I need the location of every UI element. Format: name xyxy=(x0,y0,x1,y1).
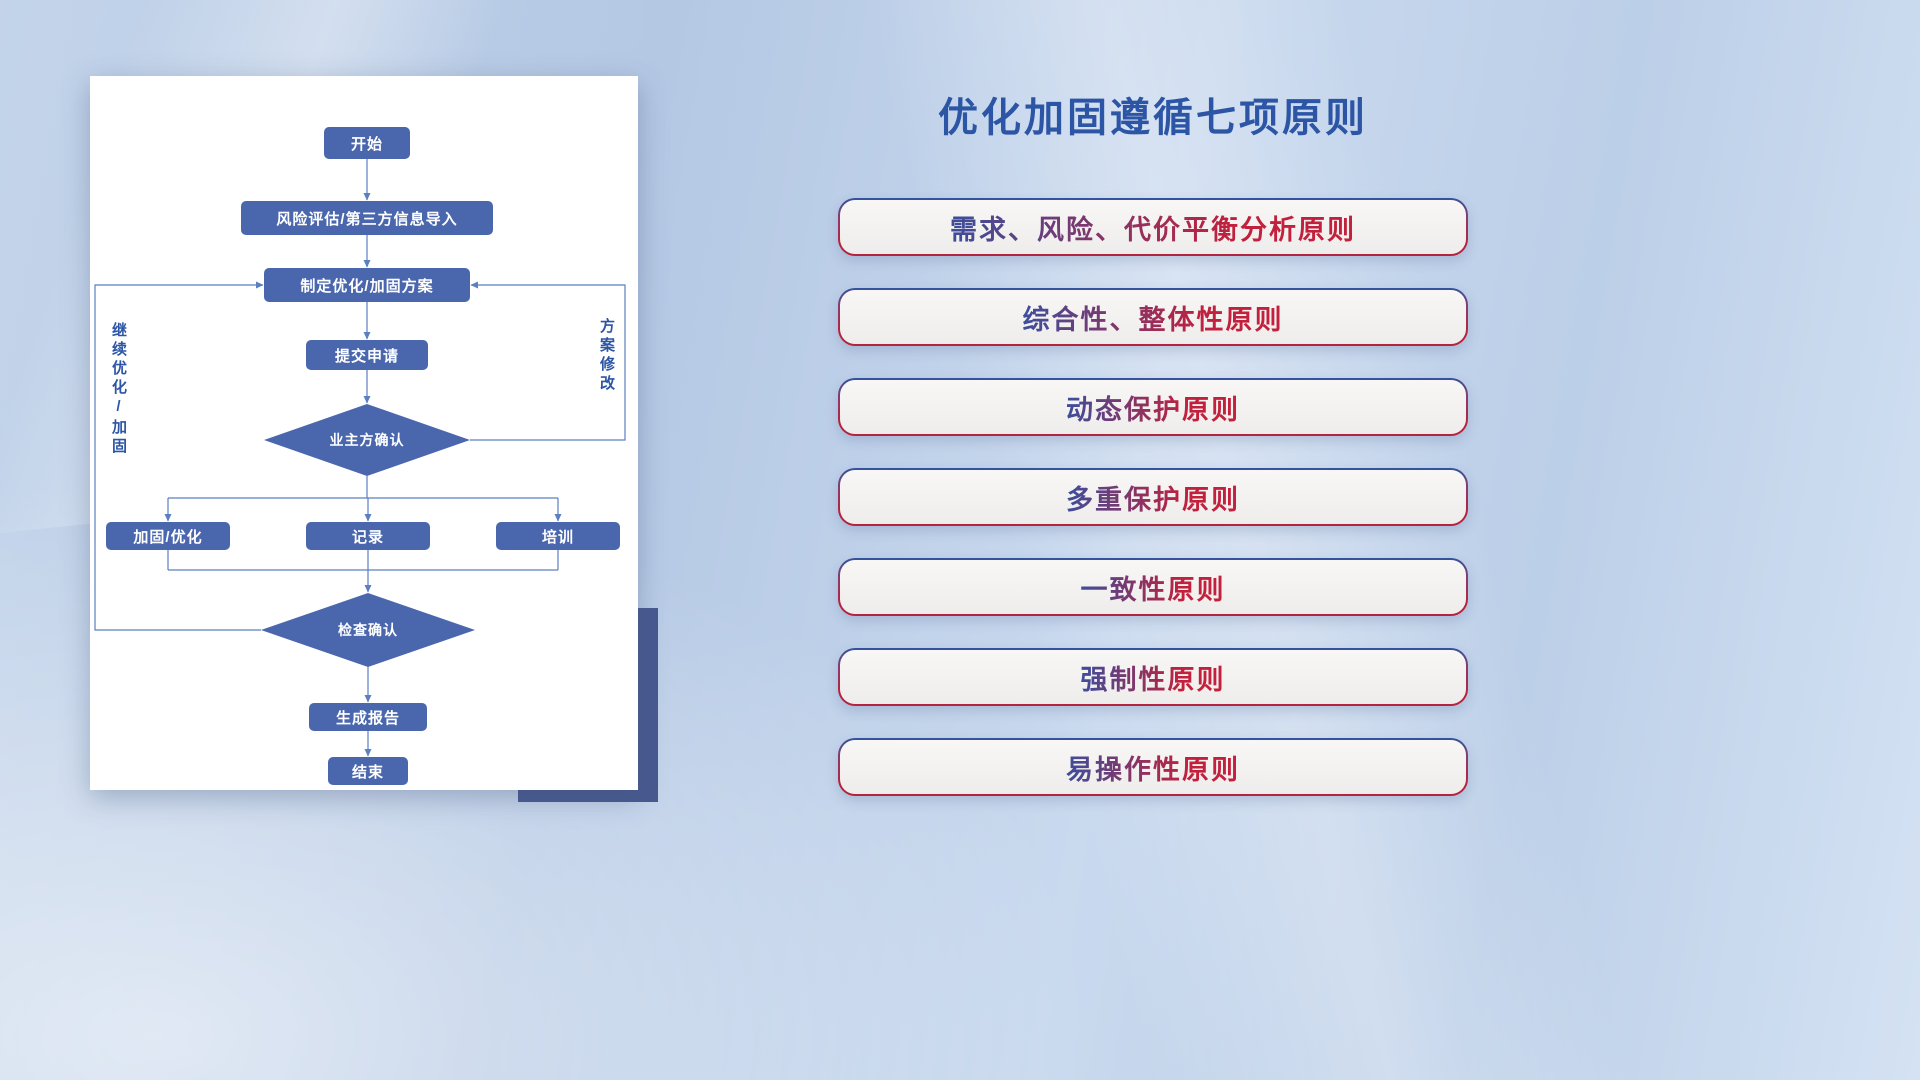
flow-node-start: 开始 xyxy=(324,127,410,159)
flowchart-connectors xyxy=(94,159,626,757)
flow-node-submit: 提交申请 xyxy=(306,340,428,370)
principle-label: 强制性原则 xyxy=(1081,658,1226,697)
panel-title: 优化加固遵循七项原则 xyxy=(938,96,1368,140)
flow-node-risk-import: 风险评估/第三方信息导入 xyxy=(241,201,493,235)
flowchart-card: 开始 风险评估/第三方信息导入 制定优化/加固方案 提交申请 业主方确认 加固/… xyxy=(90,76,638,790)
principle-item-7: 易操作性原则 xyxy=(838,738,1468,796)
principle-item-2: 综合性、整体性原则 xyxy=(838,288,1468,346)
flow-node-reinforce: 加固/优化 xyxy=(106,522,230,550)
flow-node-record: 记录 xyxy=(306,522,430,550)
edge-label-plan-revision: 方案修改 xyxy=(598,318,615,394)
principles-panel: 优化加固遵循七项原则 需求、风险、代价平衡分析原则 综合性、整体性原则 动态保护… xyxy=(838,94,1468,828)
principle-item-1: 需求、风险、代价平衡分析原则 xyxy=(838,198,1468,256)
principle-item-5: 一致性原则 xyxy=(838,558,1468,616)
principle-item-6: 强制性原则 xyxy=(838,648,1468,706)
principle-item-4: 多重保护原则 xyxy=(838,468,1468,526)
principle-label: 动态保护原则 xyxy=(1066,388,1240,427)
flow-node-training: 培训 xyxy=(496,522,620,550)
principle-label: 多重保护原则 xyxy=(1066,478,1240,517)
flow-node-report: 生成报告 xyxy=(309,703,427,731)
principle-label: 需求、风险、代价平衡分析原则 xyxy=(950,208,1356,247)
principle-label: 一致性原则 xyxy=(1081,568,1226,607)
principles-list: 需求、风险、代价平衡分析原则 综合性、整体性原则 动态保护原则 多重保护原则 一… xyxy=(838,198,1468,796)
principle-item-3: 动态保护原则 xyxy=(838,378,1468,436)
principle-label: 综合性、整体性原则 xyxy=(1023,298,1284,337)
flow-node-end: 结束 xyxy=(328,757,408,785)
edge-label-continue-optimize: 继续优化/加固 xyxy=(110,322,127,457)
flow-node-plan: 制定优化/加固方案 xyxy=(264,268,470,302)
principle-label: 易操作性原则 xyxy=(1066,748,1240,787)
